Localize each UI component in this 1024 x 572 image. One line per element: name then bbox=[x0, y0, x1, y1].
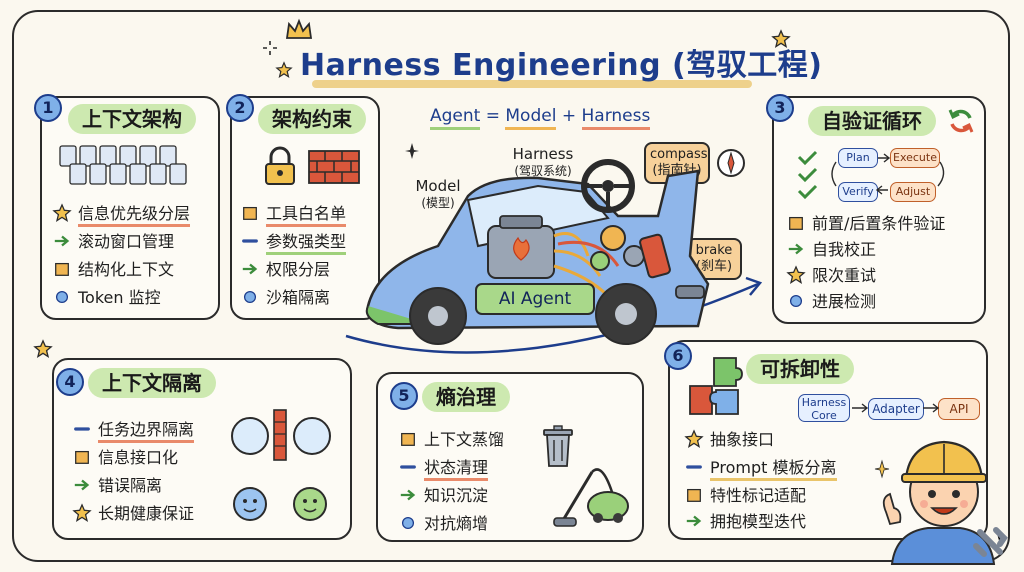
list-item: 信息接口化 bbox=[72, 446, 178, 470]
list-item: 沙箱隔离 bbox=[240, 286, 330, 310]
ai-agent-car-illustration bbox=[345, 159, 763, 354]
list-item: 特性标记适配 bbox=[684, 484, 806, 508]
sparkle-icon bbox=[405, 143, 419, 159]
list-item: 任务边界隔离 bbox=[72, 418, 195, 443]
loop-arrows bbox=[831, 153, 945, 195]
lock-icon bbox=[265, 146, 295, 185]
flow-adapter: Adapter bbox=[868, 398, 924, 420]
list-item: 权限分层 bbox=[240, 258, 330, 282]
section-heading: 上下文架构 bbox=[68, 104, 196, 134]
check-icon bbox=[797, 150, 818, 200]
list-item: 信息优先级分层 bbox=[52, 202, 191, 227]
cube-icon bbox=[75, 450, 89, 464]
brake-tag: brake (刹车) bbox=[686, 238, 742, 280]
formula: Agent = Model + Harness bbox=[430, 104, 651, 130]
formula-model: Model bbox=[505, 106, 557, 130]
flow-api: API bbox=[938, 398, 980, 420]
isolated-bubbles-icon bbox=[231, 409, 331, 521]
list-item: 知识沉淀 bbox=[398, 484, 488, 508]
brick-wall-icon bbox=[308, 150, 360, 184]
section-heading: 自验证循环 bbox=[808, 106, 936, 136]
arrow-icon bbox=[686, 515, 702, 527]
dash-icon bbox=[400, 465, 416, 469]
list-item: 上下文蒸馏 bbox=[398, 428, 504, 452]
list-item: 长期健康保证 bbox=[72, 502, 194, 526]
vacuum-icon bbox=[553, 468, 629, 527]
formula-agent: Agent bbox=[430, 106, 481, 130]
list-item: 前置/后置条件验证 bbox=[786, 212, 945, 236]
crown-icon bbox=[285, 18, 313, 39]
sparkle-icon bbox=[263, 41, 277, 55]
section-heading: 架构约束 bbox=[258, 104, 366, 134]
star-icon bbox=[72, 503, 92, 522]
list-item: 自我校正 bbox=[786, 238, 876, 262]
dash-icon bbox=[74, 427, 90, 431]
dot-icon bbox=[55, 290, 69, 304]
document-stack-icon bbox=[59, 145, 187, 185]
section-number: 3 bbox=[766, 94, 794, 122]
sparkle-icon bbox=[874, 459, 890, 479]
flow-harness-core: Harness Core bbox=[798, 394, 850, 422]
section-number: 5 bbox=[390, 382, 418, 410]
list-item: 参数强类型 bbox=[240, 230, 347, 255]
cube-icon bbox=[243, 206, 257, 220]
page-title: Harness Engineering (驾驭工程) bbox=[300, 48, 823, 83]
dot-icon bbox=[243, 290, 257, 304]
arrow-icon bbox=[242, 263, 258, 275]
page-frame bbox=[12, 10, 1010, 562]
section-heading: 可拆卸性 bbox=[746, 354, 854, 384]
list-item: 对抗熵增 bbox=[398, 512, 488, 536]
cube-icon bbox=[401, 432, 415, 446]
list-item: 错误隔离 bbox=[72, 474, 162, 498]
harness-label: Harness (驾驭系统) bbox=[512, 145, 574, 179]
cube-icon bbox=[55, 262, 69, 276]
star-decoration-icon bbox=[33, 339, 53, 359]
list-item: 状态清理 bbox=[398, 456, 489, 481]
list-item: 进展检测 bbox=[786, 290, 876, 314]
star-decoration-icon bbox=[771, 29, 791, 49]
formula-harness: Harness bbox=[581, 106, 651, 130]
arrow-icon bbox=[788, 243, 804, 255]
section-number: 4 bbox=[56, 368, 84, 396]
title-underline bbox=[312, 80, 752, 88]
flow-arrows bbox=[852, 403, 940, 413]
list-item: 滚动窗口管理 bbox=[52, 230, 174, 254]
dash-icon bbox=[686, 465, 702, 469]
list-item: 抽象接口 bbox=[684, 428, 774, 452]
loop-adjust: Adjust bbox=[890, 182, 936, 202]
star-icon bbox=[684, 429, 704, 448]
car-label: AI Agent bbox=[498, 289, 572, 309]
loop-execute: Execute bbox=[890, 148, 940, 168]
refresh-icon bbox=[948, 109, 974, 133]
loop-verify: Verify bbox=[838, 182, 878, 202]
arrow-icon bbox=[54, 235, 70, 247]
loop-plan: Plan bbox=[838, 148, 878, 168]
compass-icon bbox=[717, 149, 745, 177]
dash-icon bbox=[242, 239, 258, 243]
list-item: 拥抱模型迭代 bbox=[684, 510, 806, 534]
worker-icon bbox=[882, 440, 1008, 565]
list-item: Prompt 模板分离 bbox=[684, 456, 837, 481]
star-icon bbox=[786, 265, 806, 284]
trash-can-icon bbox=[543, 425, 573, 467]
list-item: Token 监控 bbox=[52, 286, 161, 310]
arrow-icon bbox=[400, 489, 416, 501]
section-heading: 上下文隔离 bbox=[88, 368, 216, 398]
model-label: Model (模型) bbox=[415, 177, 461, 211]
star-decoration-icon bbox=[275, 61, 293, 79]
arrow-icon bbox=[74, 479, 90, 491]
list-item: 限次重试 bbox=[786, 264, 876, 288]
section-heading: 熵治理 bbox=[422, 382, 510, 412]
section-number: 6 bbox=[664, 342, 692, 370]
cube-icon bbox=[789, 216, 803, 230]
section-number: 2 bbox=[226, 94, 254, 122]
section-number: 1 bbox=[34, 94, 62, 122]
list-item: 结构化上下文 bbox=[52, 258, 174, 282]
dot-icon bbox=[789, 294, 803, 308]
list-item: 工具白名单 bbox=[240, 202, 347, 227]
puzzle-icon bbox=[689, 357, 743, 415]
dot-icon bbox=[401, 516, 415, 530]
star-icon bbox=[52, 203, 72, 222]
cube-icon bbox=[687, 488, 701, 502]
